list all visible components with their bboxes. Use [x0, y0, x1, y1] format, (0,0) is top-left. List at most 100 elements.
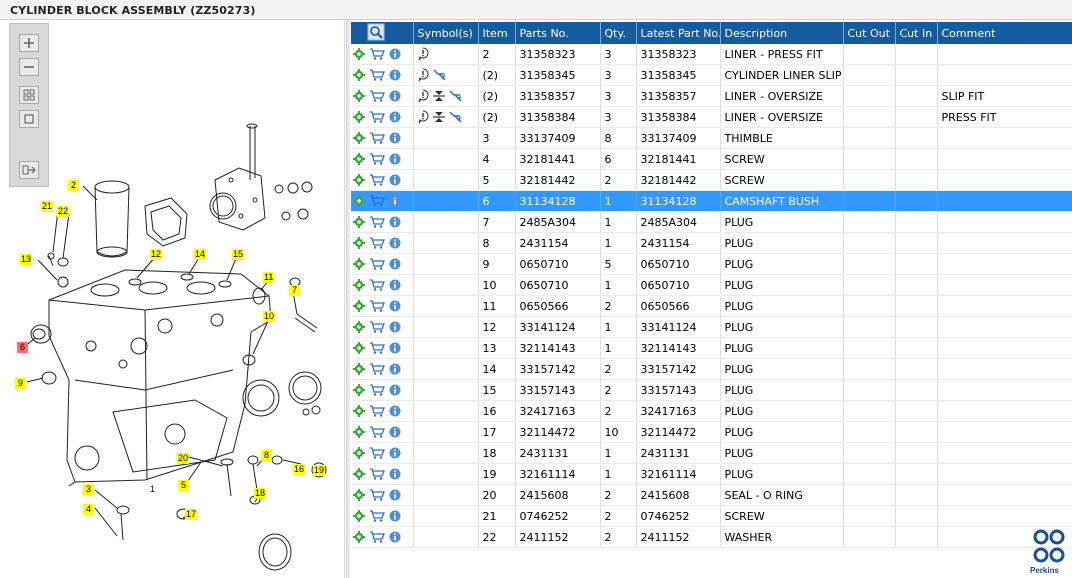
- callout-7[interactable]: 7: [289, 285, 300, 296]
- details-gear-icon[interactable]: [353, 279, 365, 291]
- info-icon[interactable]: [389, 426, 401, 438]
- details-gear-icon[interactable]: [353, 111, 365, 123]
- cart-icon[interactable]: [369, 489, 385, 501]
- details-gear-icon[interactable]: [353, 489, 365, 501]
- cart-icon[interactable]: [369, 468, 385, 480]
- info-icon[interactable]: [389, 48, 401, 60]
- callout-17[interactable]: 17: [185, 509, 198, 520]
- column-header-item[interactable]: Item: [478, 22, 516, 44]
- column-header-symbols[interactable]: Symbol(s): [413, 22, 479, 44]
- fit-all-button[interactable]: [19, 86, 39, 104]
- column-header-search[interactable]: [351, 22, 414, 44]
- info-icon[interactable]: [389, 174, 401, 186]
- callout-13[interactable]: 13: [20, 254, 33, 265]
- info-icon[interactable]: [389, 237, 401, 249]
- export-button[interactable]: [19, 161, 39, 179]
- cart-icon[interactable]: [369, 384, 385, 396]
- callout-3[interactable]: 3: [83, 484, 94, 495]
- details-gear-icon[interactable]: [353, 237, 365, 249]
- details-gear-icon[interactable]: [353, 300, 365, 312]
- cart-icon[interactable]: [369, 321, 385, 333]
- callout-21[interactable]: 21: [41, 201, 54, 212]
- info-icon[interactable]: [389, 405, 401, 417]
- info-icon[interactable]: [389, 342, 401, 354]
- details-gear-icon[interactable]: [353, 405, 365, 417]
- details-gear-icon[interactable]: [353, 195, 365, 207]
- details-gear-icon[interactable]: [353, 363, 365, 375]
- info-icon[interactable]: [389, 90, 401, 102]
- callout-4[interactable]: 4: [83, 504, 94, 515]
- exploded-diagram[interactable]: [5, 20, 345, 578]
- callout-14[interactable]: 14: [194, 249, 207, 260]
- info-icon[interactable]: [389, 258, 401, 270]
- pane-splitter[interactable]: [346, 20, 350, 578]
- cart-icon[interactable]: [369, 426, 385, 438]
- details-gear-icon[interactable]: [353, 468, 365, 480]
- cart-icon[interactable]: [369, 531, 385, 543]
- callout-5[interactable]: 5: [178, 480, 189, 491]
- fit-window-button[interactable]: [19, 110, 39, 128]
- cart-icon[interactable]: [369, 48, 385, 60]
- callout-12[interactable]: 12: [150, 249, 163, 260]
- info-icon[interactable]: [389, 111, 401, 123]
- callout-18[interactable]: 18: [254, 488, 267, 499]
- info-icon[interactable]: [389, 384, 401, 396]
- callout-16[interactable]: 16: [293, 464, 306, 475]
- cart-icon[interactable]: [369, 216, 385, 228]
- details-gear-icon[interactable]: [353, 69, 365, 81]
- diagram-pane[interactable]: 2 21 22 13 12 14 15 11 7 10 6 9 20 8 16 …: [5, 20, 345, 578]
- cart-icon[interactable]: [369, 258, 385, 270]
- info-icon[interactable]: [389, 510, 401, 522]
- column-header-comment[interactable]: Comment: [937, 22, 1072, 44]
- info-icon[interactable]: [389, 531, 401, 543]
- callout-8[interactable]: 8: [261, 450, 272, 461]
- details-gear-icon[interactable]: [353, 510, 365, 522]
- details-gear-icon[interactable]: [353, 426, 365, 438]
- info-icon[interactable]: [389, 489, 401, 501]
- callout-10[interactable]: 10: [263, 311, 276, 322]
- cart-icon[interactable]: [369, 405, 385, 417]
- zoom-in-button[interactable]: [19, 34, 39, 52]
- cart-icon[interactable]: [369, 510, 385, 522]
- callout-9[interactable]: 9: [15, 378, 26, 389]
- callout-2[interactable]: 2: [68, 180, 79, 191]
- zoom-out-button[interactable]: [19, 58, 39, 76]
- callout-6[interactable]: 6: [17, 342, 28, 353]
- cart-icon[interactable]: [369, 132, 385, 144]
- callout-22[interactable]: 22: [57, 206, 70, 217]
- details-gear-icon[interactable]: [353, 531, 365, 543]
- callout-15[interactable]: 15: [232, 249, 245, 260]
- callout-19[interactable]: 19: [313, 465, 326, 476]
- details-gear-icon[interactable]: [353, 153, 365, 165]
- info-icon[interactable]: [389, 132, 401, 144]
- column-header-qty[interactable]: Qty.: [600, 22, 637, 44]
- cart-icon[interactable]: [369, 153, 385, 165]
- column-header-parts-no[interactable]: Parts No.: [515, 22, 601, 44]
- info-icon[interactable]: [389, 468, 401, 480]
- info-icon[interactable]: [389, 195, 401, 207]
- info-icon[interactable]: [389, 447, 401, 459]
- info-icon[interactable]: [389, 279, 401, 291]
- cart-icon[interactable]: [369, 447, 385, 459]
- info-icon[interactable]: [389, 321, 401, 333]
